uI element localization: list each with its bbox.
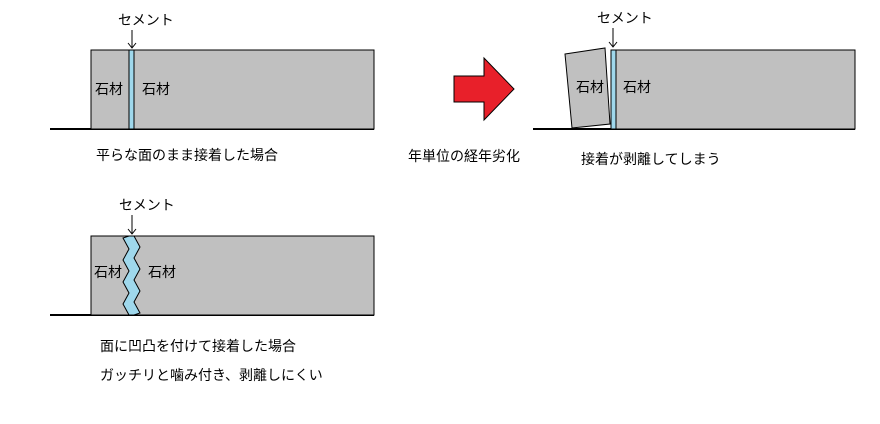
stone-label-right: 石材 xyxy=(148,265,176,281)
cement-joint xyxy=(128,49,135,130)
stone-label-left: 石材 xyxy=(94,265,122,281)
cement-label: セメント xyxy=(119,198,175,214)
cement-pointer-arrow xyxy=(127,30,137,49)
cement-pointer-arrow xyxy=(127,215,137,235)
aging-transition: 年単位の経年劣化 xyxy=(408,56,520,165)
stone-label-right: 石材 xyxy=(623,80,651,96)
stone-label-right: 石材 xyxy=(142,82,170,98)
panel-flat-bond: 石材 石材 セメント 平らな面のまま接着した場合 xyxy=(50,13,375,164)
panel-peeled: 石材 石材 セメント 接着が剥離してしまう xyxy=(533,11,856,168)
panel-interlock-bond: 石材 石材 セメント 面に凹凸を付けて接着した場合 ガッチリと噛み付き、剥離しに… xyxy=(50,198,375,384)
stone-label-left: 石材 xyxy=(95,82,123,98)
caption-aging: 年単位の経年劣化 xyxy=(408,149,520,165)
caption-peel: 接着が剥離してしまう xyxy=(581,151,721,168)
right-arrow-icon xyxy=(453,56,515,122)
cement-joint xyxy=(610,49,617,130)
cement-pointer-arrow xyxy=(608,28,618,48)
cement-label: セメント xyxy=(118,13,174,29)
stone-block-fixed xyxy=(614,49,856,130)
stone-block-tilted xyxy=(564,47,611,129)
stone-block xyxy=(90,49,375,130)
zigzag-cement-joint xyxy=(122,235,141,316)
cement-label: セメント xyxy=(597,11,653,27)
caption-flat: 平らな面のまま接着した場合 xyxy=(96,147,278,164)
caption-interlock: ガッチリと噛み付き、剥離しにくい xyxy=(100,367,323,384)
stone-label-left: 石材 xyxy=(576,80,604,96)
caption-uneven: 面に凹凸を付けて接着した場合 xyxy=(100,338,296,355)
